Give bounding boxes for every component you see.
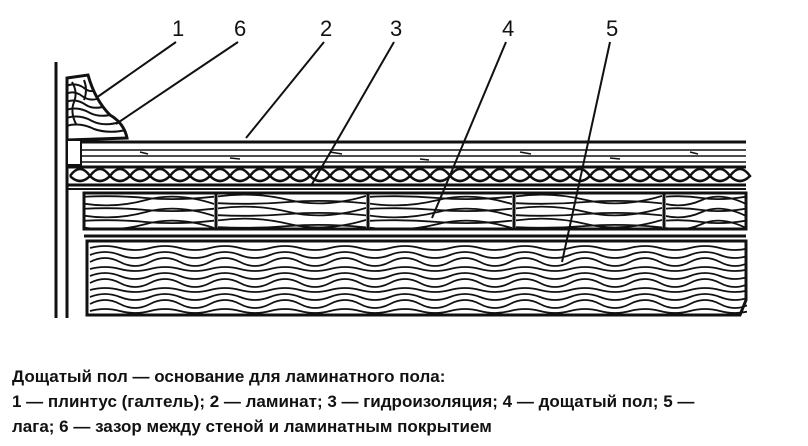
callout-labels: 1 6 2 3 4 5 <box>172 16 618 41</box>
caption-legend-line-2: лага; 6 — зазор между стеной и ламинатны… <box>12 417 492 436</box>
leader-6 <box>115 41 239 125</box>
callout-label-3: 3 <box>390 16 402 41</box>
callout-label-5: 5 <box>606 16 618 41</box>
floor-boards <box>82 191 748 231</box>
callout-label-4: 4 <box>502 16 514 41</box>
expansion-gap <box>66 139 82 166</box>
joist <box>85 239 748 317</box>
laminate-layer <box>67 140 746 169</box>
leader-5 <box>561 41 611 263</box>
callout-label-2: 2 <box>320 16 332 41</box>
leader-1 <box>95 41 177 99</box>
floor-cross-section-diagram: 1 6 2 3 4 5 <box>54 16 752 318</box>
leader-4 <box>431 41 507 219</box>
wall <box>54 62 69 318</box>
callout-label-6: 6 <box>234 16 246 41</box>
skirting-board <box>65 73 129 142</box>
callout-label-1: 1 <box>172 16 184 41</box>
caption-legend-line-1: 1 — плинтус (галтель); 2 — ламинат; 3 — … <box>12 392 695 411</box>
figure-caption: Дощатый пол — основание для ламинатного … <box>12 364 802 439</box>
caption-title: Дощатый пол — основание для ламинатного … <box>12 367 446 386</box>
waterproofing-layer <box>67 167 752 190</box>
callout-leaders <box>95 41 611 263</box>
leader-3 <box>311 41 395 185</box>
leader-2 <box>245 41 325 139</box>
